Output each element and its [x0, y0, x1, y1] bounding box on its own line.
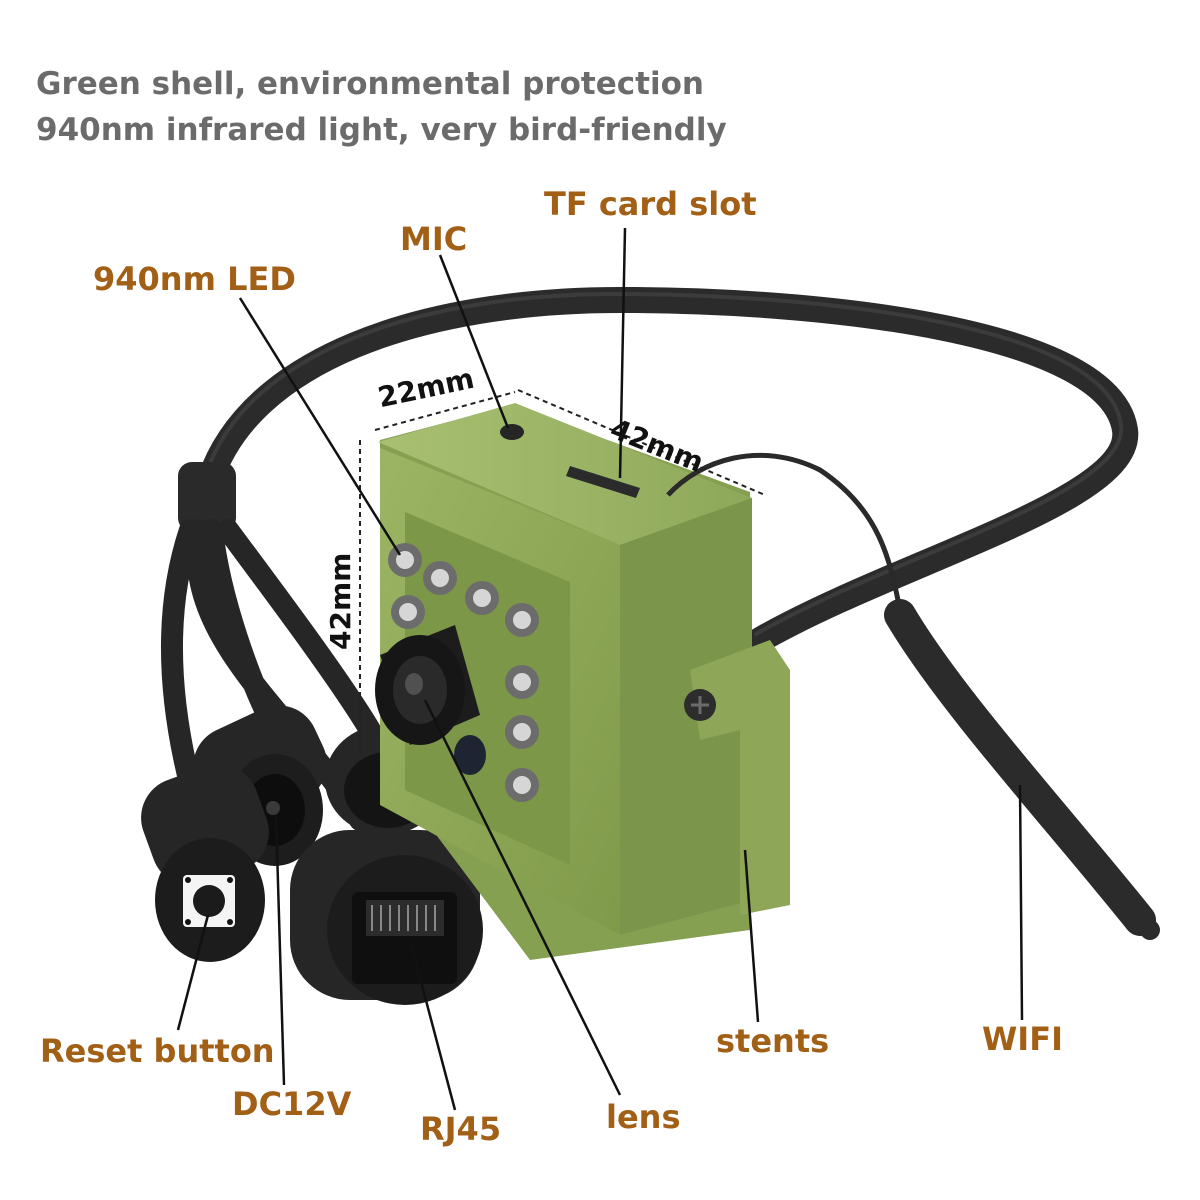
callout-dc12v: DC12V	[232, 1085, 352, 1123]
mic-hole	[500, 424, 524, 440]
tf-card-slot	[566, 466, 640, 498]
camera-side-face	[620, 498, 752, 935]
lens	[375, 625, 480, 745]
rj45-socket	[290, 830, 483, 1005]
dim-line-width	[374, 391, 516, 431]
callout-mic: MIC	[400, 220, 468, 258]
callout-reset-button: Reset button	[40, 1032, 275, 1070]
callout-rj45: RJ45	[420, 1110, 502, 1148]
callout-tf-card-slot: TF card slot	[544, 185, 757, 223]
callout-stents: stents	[716, 1022, 830, 1060]
reset-connector	[141, 764, 269, 962]
leader-lines	[176, 227, 1024, 1111]
cable-branches	[160, 519, 381, 831]
wifi-antenna	[884, 599, 1160, 940]
main-cable	[197, 286, 1139, 653]
camera-body	[375, 403, 903, 960]
antenna-wire	[666, 452, 903, 611]
callout-lens: lens	[606, 1098, 681, 1136]
headline-line-1: Green shell, environmental protection	[36, 66, 704, 102]
dimension-height: 42mm	[324, 552, 357, 650]
callout-wifi: WIFI	[982, 1020, 1063, 1058]
cable-splitter	[178, 462, 236, 532]
camera-top-face	[378, 403, 752, 545]
headline-line-2: 940nm infrared light, very bird-friendly	[36, 112, 727, 148]
callout-940nm-led: 940nm LED	[93, 260, 296, 298]
